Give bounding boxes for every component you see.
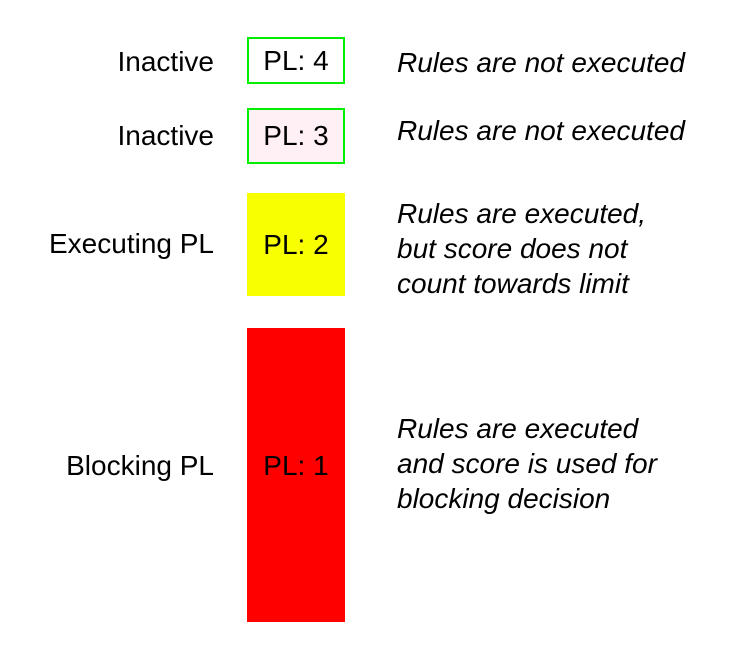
pl4-description-line: Rules are not executed [397,47,685,78]
pl2-box-label: PL: 2 [263,228,329,260]
pl3-description: Rules are not executed [397,113,685,148]
pl2-box: PL: 2 [247,193,345,296]
pl4-box: PL: 4 [247,37,345,84]
pl3-box-label: PL: 3 [263,120,329,151]
pl1-description-line: Rules are executed [397,413,639,444]
pl2-description-line: but score does not [397,233,628,264]
pl2-description-line: count towards limit [397,268,629,299]
row-label-inactive-pl3: Inactive [117,120,215,151]
pl1-description-line: blocking decision [397,483,611,514]
pl3-description-line: Rules are not executed [397,115,685,146]
pl2-description-line: Rules are executed, [397,198,647,229]
pl2-description: Rules are executed, but score does not c… [397,196,646,301]
pl1-box: PL: 1 [247,328,345,622]
row-label-executing-pl: Executing PL [49,228,214,259]
pl1-description-line: and score is used for [397,448,657,479]
pl4-box-label: PL: 4 [263,44,329,76]
pl4-description: Rules are not executed [397,45,685,80]
row-label-inactive-pl4: Inactive [117,46,215,77]
pl1-description: Rules are executed and score is used for… [397,411,657,516]
pl1-box-label: PL: 1 [263,450,329,481]
pl3-box: PL: 3 [247,108,345,164]
row-label-blocking-pl: Blocking PL [66,450,214,481]
